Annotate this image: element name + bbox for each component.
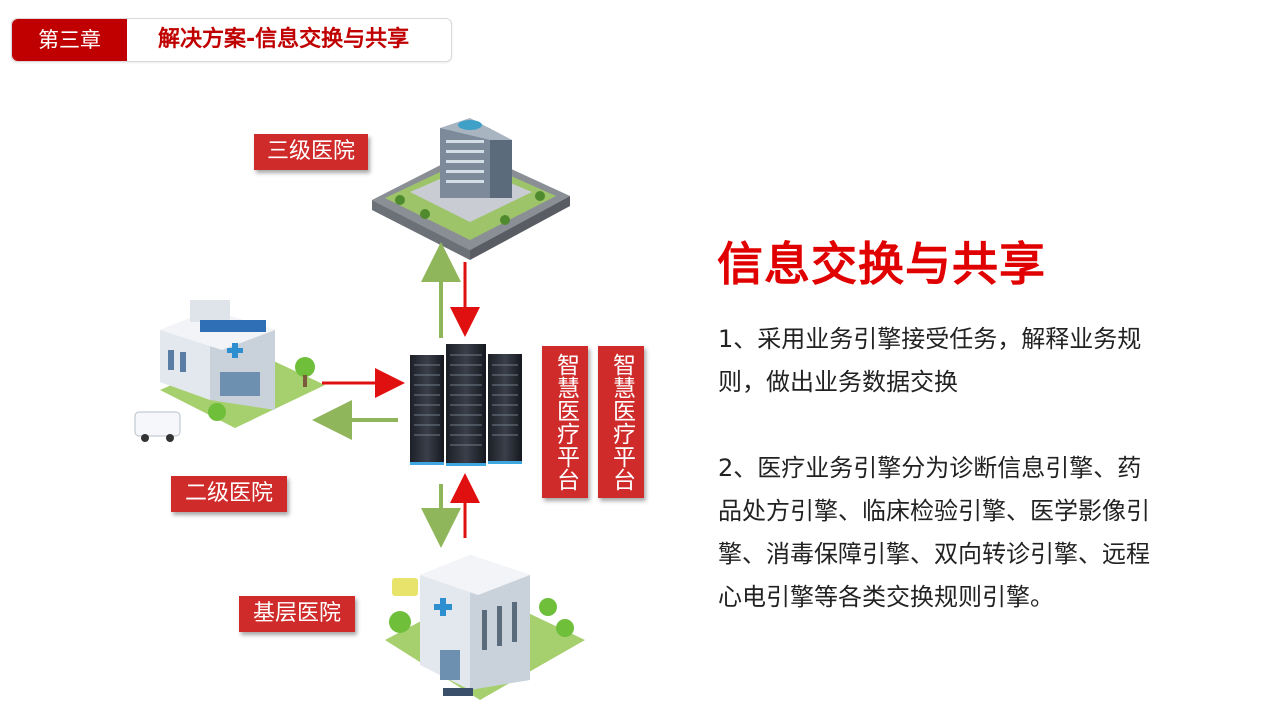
chapter-title: 解决方案-信息交换与共享 (158, 27, 410, 52)
platform-label-2: 智慧医疗平台 (598, 346, 644, 498)
chapter-header: 第三章 解决方案-信息交换与共享 (11, 18, 452, 62)
point-2-text: 2、医疗业务引擎分为诊断信息引擎、药品处方引擎、临床检验引擎、医学影像引擎、消毒… (718, 454, 1150, 611)
tertiary-hospital-label: 三级医院 (254, 134, 368, 170)
secondary-hospital-image (134, 300, 325, 442)
section-heading: 信息交换与共享 (717, 237, 1046, 291)
secondary-hospital-label: 二级医院 (171, 476, 287, 512)
point-1-text: 1、采用业务引擎接受任务，解释业务规则，做出业务数据交换 (718, 325, 1142, 396)
platform-label-1: 智慧医疗平台 (542, 346, 588, 498)
server-rack-image (410, 344, 522, 466)
tertiary-hospital-image (372, 118, 570, 260)
primary-hospital-image (385, 555, 585, 700)
primary-hospital-label: 基层医院 (239, 596, 355, 632)
chapter-tag: 第三章 (12, 19, 127, 61)
